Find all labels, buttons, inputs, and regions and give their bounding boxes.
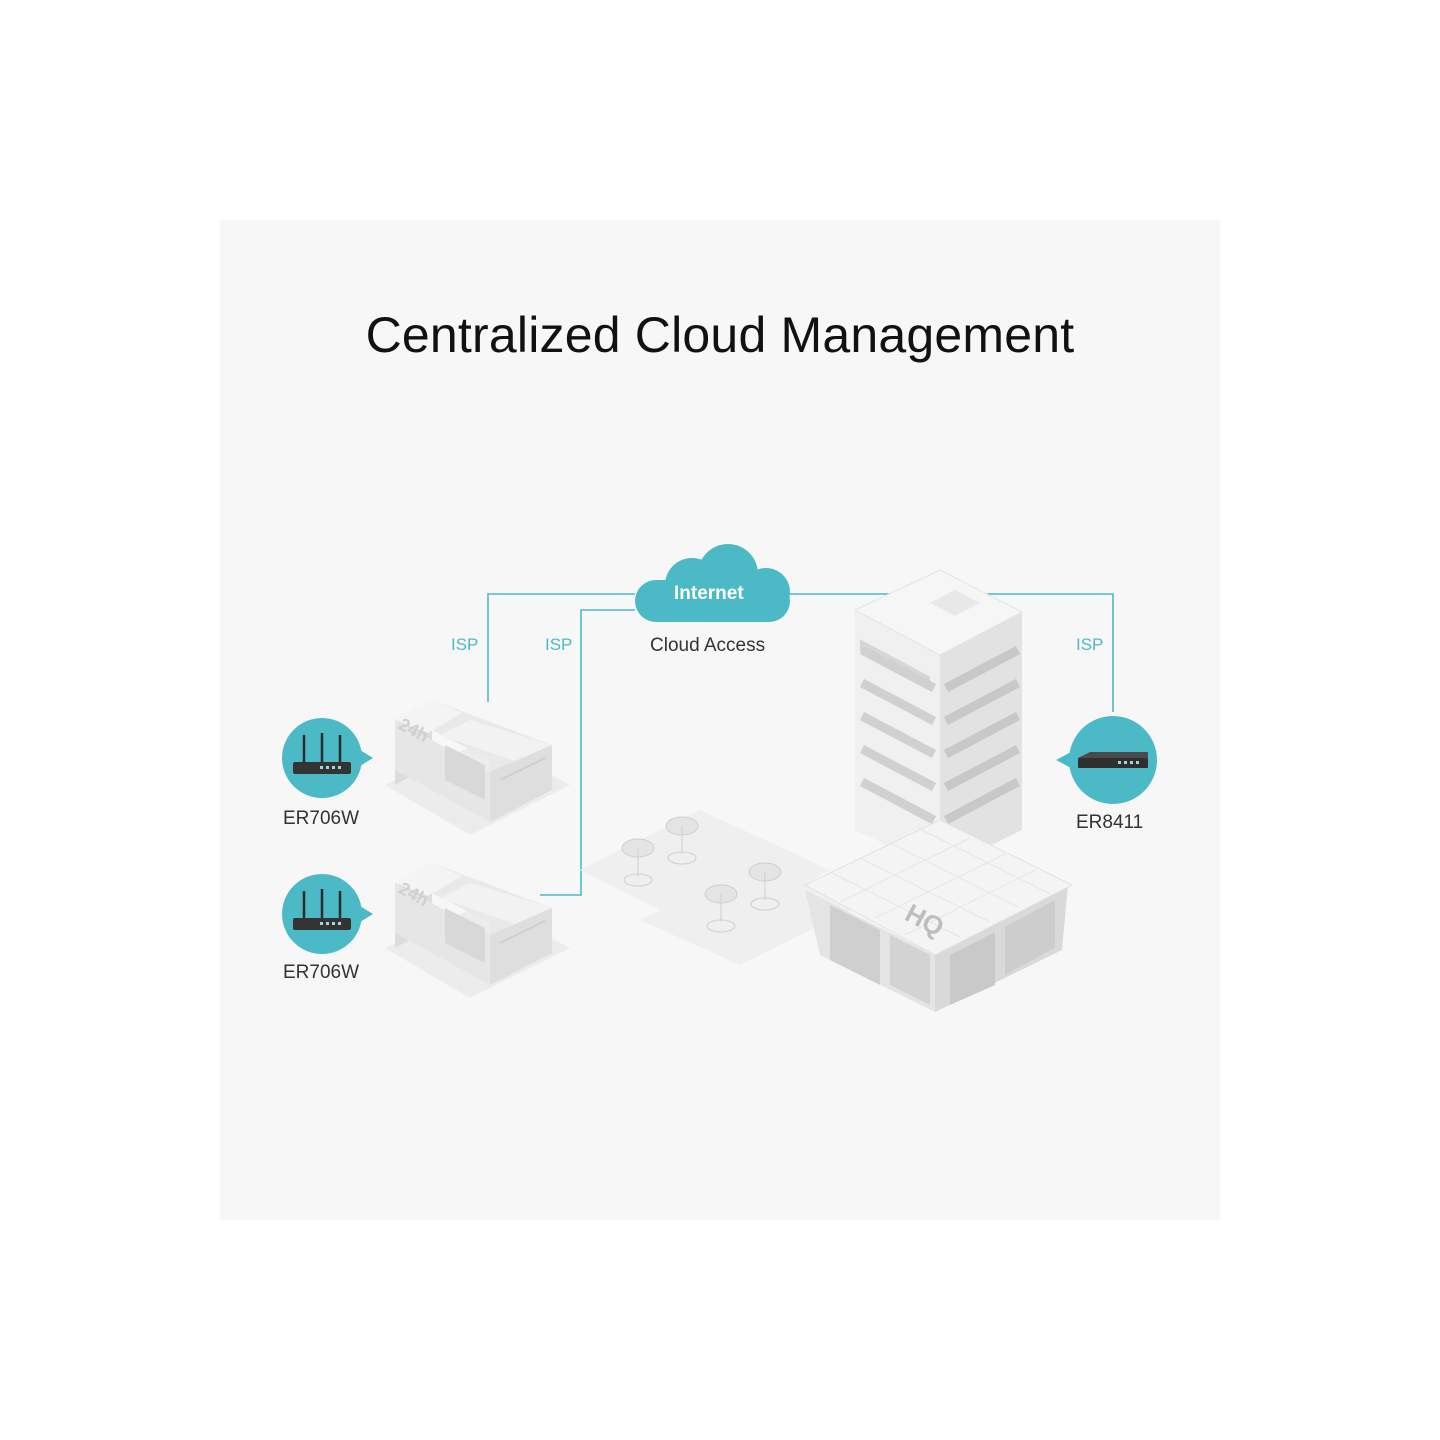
page-title: Centralized Cloud Management: [365, 307, 1075, 363]
isp-label-branch-2: ISP: [545, 635, 573, 654]
isp-line-branch-2: [540, 609, 635, 896]
branch-building-1: [385, 700, 570, 835]
hq-device-label: ER8411: [1076, 812, 1144, 833]
branch-1-device-label: ER706W: [283, 808, 360, 829]
internet-cloud-icon: [635, 544, 790, 622]
branch-2-device-label: ER706W: [283, 962, 360, 983]
plaza: [580, 810, 860, 965]
hq-podium: [803, 819, 1074, 1012]
isp-line-branch-1: [487, 593, 635, 702]
diagram-panel: [220, 220, 1220, 1220]
branch-building-2: [385, 863, 570, 998]
internet-label: Internet: [674, 583, 744, 604]
isp-label-branch-1: ISP: [451, 635, 479, 654]
cloud-access-caption: Cloud Access: [650, 635, 766, 656]
connection-lines: [487, 593, 1114, 896]
isp-line-hq: [985, 593, 1114, 712]
isp-label-hq: ISP: [1076, 635, 1104, 654]
umbrella-icon: [621, 816, 782, 933]
hq-tower: [853, 569, 1024, 870]
